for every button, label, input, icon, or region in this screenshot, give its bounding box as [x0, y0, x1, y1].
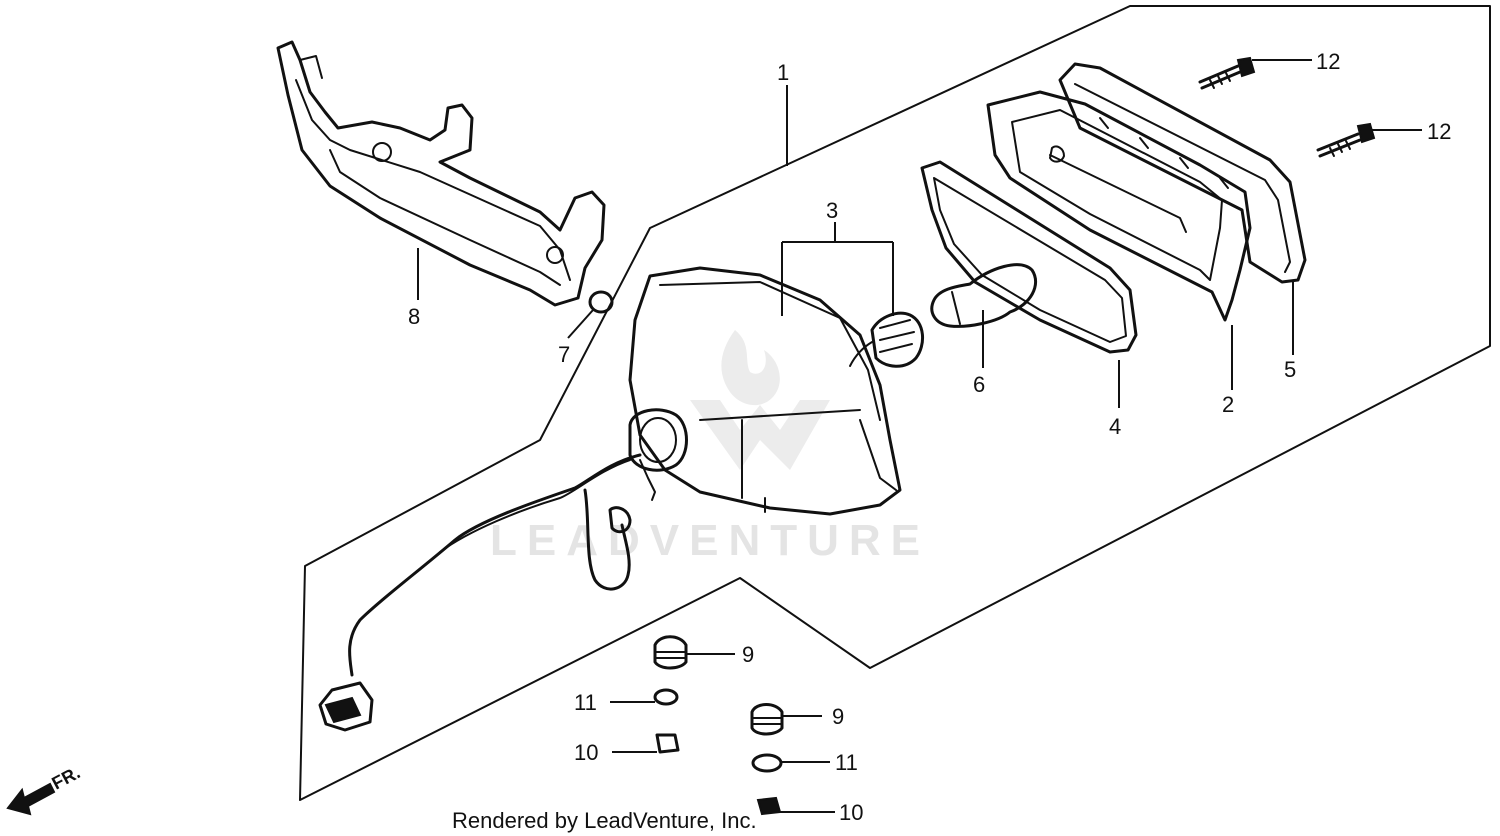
bulb-socket-part — [849, 311, 924, 368]
screw-part-bottom — [1316, 122, 1376, 158]
callout-11-b: 11 — [835, 750, 858, 775]
callout-9-a: 9 — [742, 642, 754, 667]
callout-5: 5 — [1284, 357, 1296, 382]
callout-12-b: 12 — [1427, 119, 1451, 144]
bracket-part — [276, 40, 606, 307]
lens-part — [986, 90, 1252, 322]
front-direction-indicator: FR. — [6, 762, 83, 816]
watermark: LEADVENTURE — [490, 330, 930, 565]
callout-7: 7 — [558, 342, 570, 367]
front-direction-label: FR. — [48, 762, 83, 793]
grommet-part-a — [653, 635, 688, 670]
cap-part — [588, 290, 614, 314]
nut-part-b — [756, 796, 782, 816]
nut-part-a — [655, 733, 680, 754]
callout-6: 6 — [973, 372, 985, 397]
front-arrow-icon — [6, 782, 56, 816]
callout-8: 8 — [408, 304, 420, 329]
callout-11-a: 11 — [574, 690, 597, 715]
callout-9-b: 9 — [832, 704, 844, 729]
bulb-part — [930, 263, 1038, 328]
assembly-boundary — [299, 5, 1491, 801]
leader-lines — [417, 59, 1422, 813]
watermark-text: LEADVENTURE — [490, 516, 930, 565]
washer-part-a — [653, 688, 679, 706]
render-credit: Rendered by LeadVenture, Inc. — [452, 808, 757, 833]
callout-labels: 1 2 3 4 5 6 7 8 9 9 10 10 11 11 12 12 — [408, 49, 1451, 825]
callout-12-a: 12 — [1316, 49, 1340, 74]
callout-2: 2 — [1222, 392, 1234, 417]
lens-rim-part — [1058, 62, 1307, 284]
callout-1: 1 — [777, 60, 789, 85]
washer-part-b — [751, 753, 783, 773]
callout-10-a: 10 — [574, 740, 598, 765]
grommet-part-b — [750, 703, 784, 736]
lamp-housing-part — [318, 266, 902, 732]
callout-10-b: 10 — [839, 800, 863, 825]
screw-part-top — [1198, 56, 1256, 90]
gasket-part — [920, 160, 1138, 354]
callout-3: 3 — [826, 198, 838, 223]
callout-4: 4 — [1109, 414, 1121, 439]
